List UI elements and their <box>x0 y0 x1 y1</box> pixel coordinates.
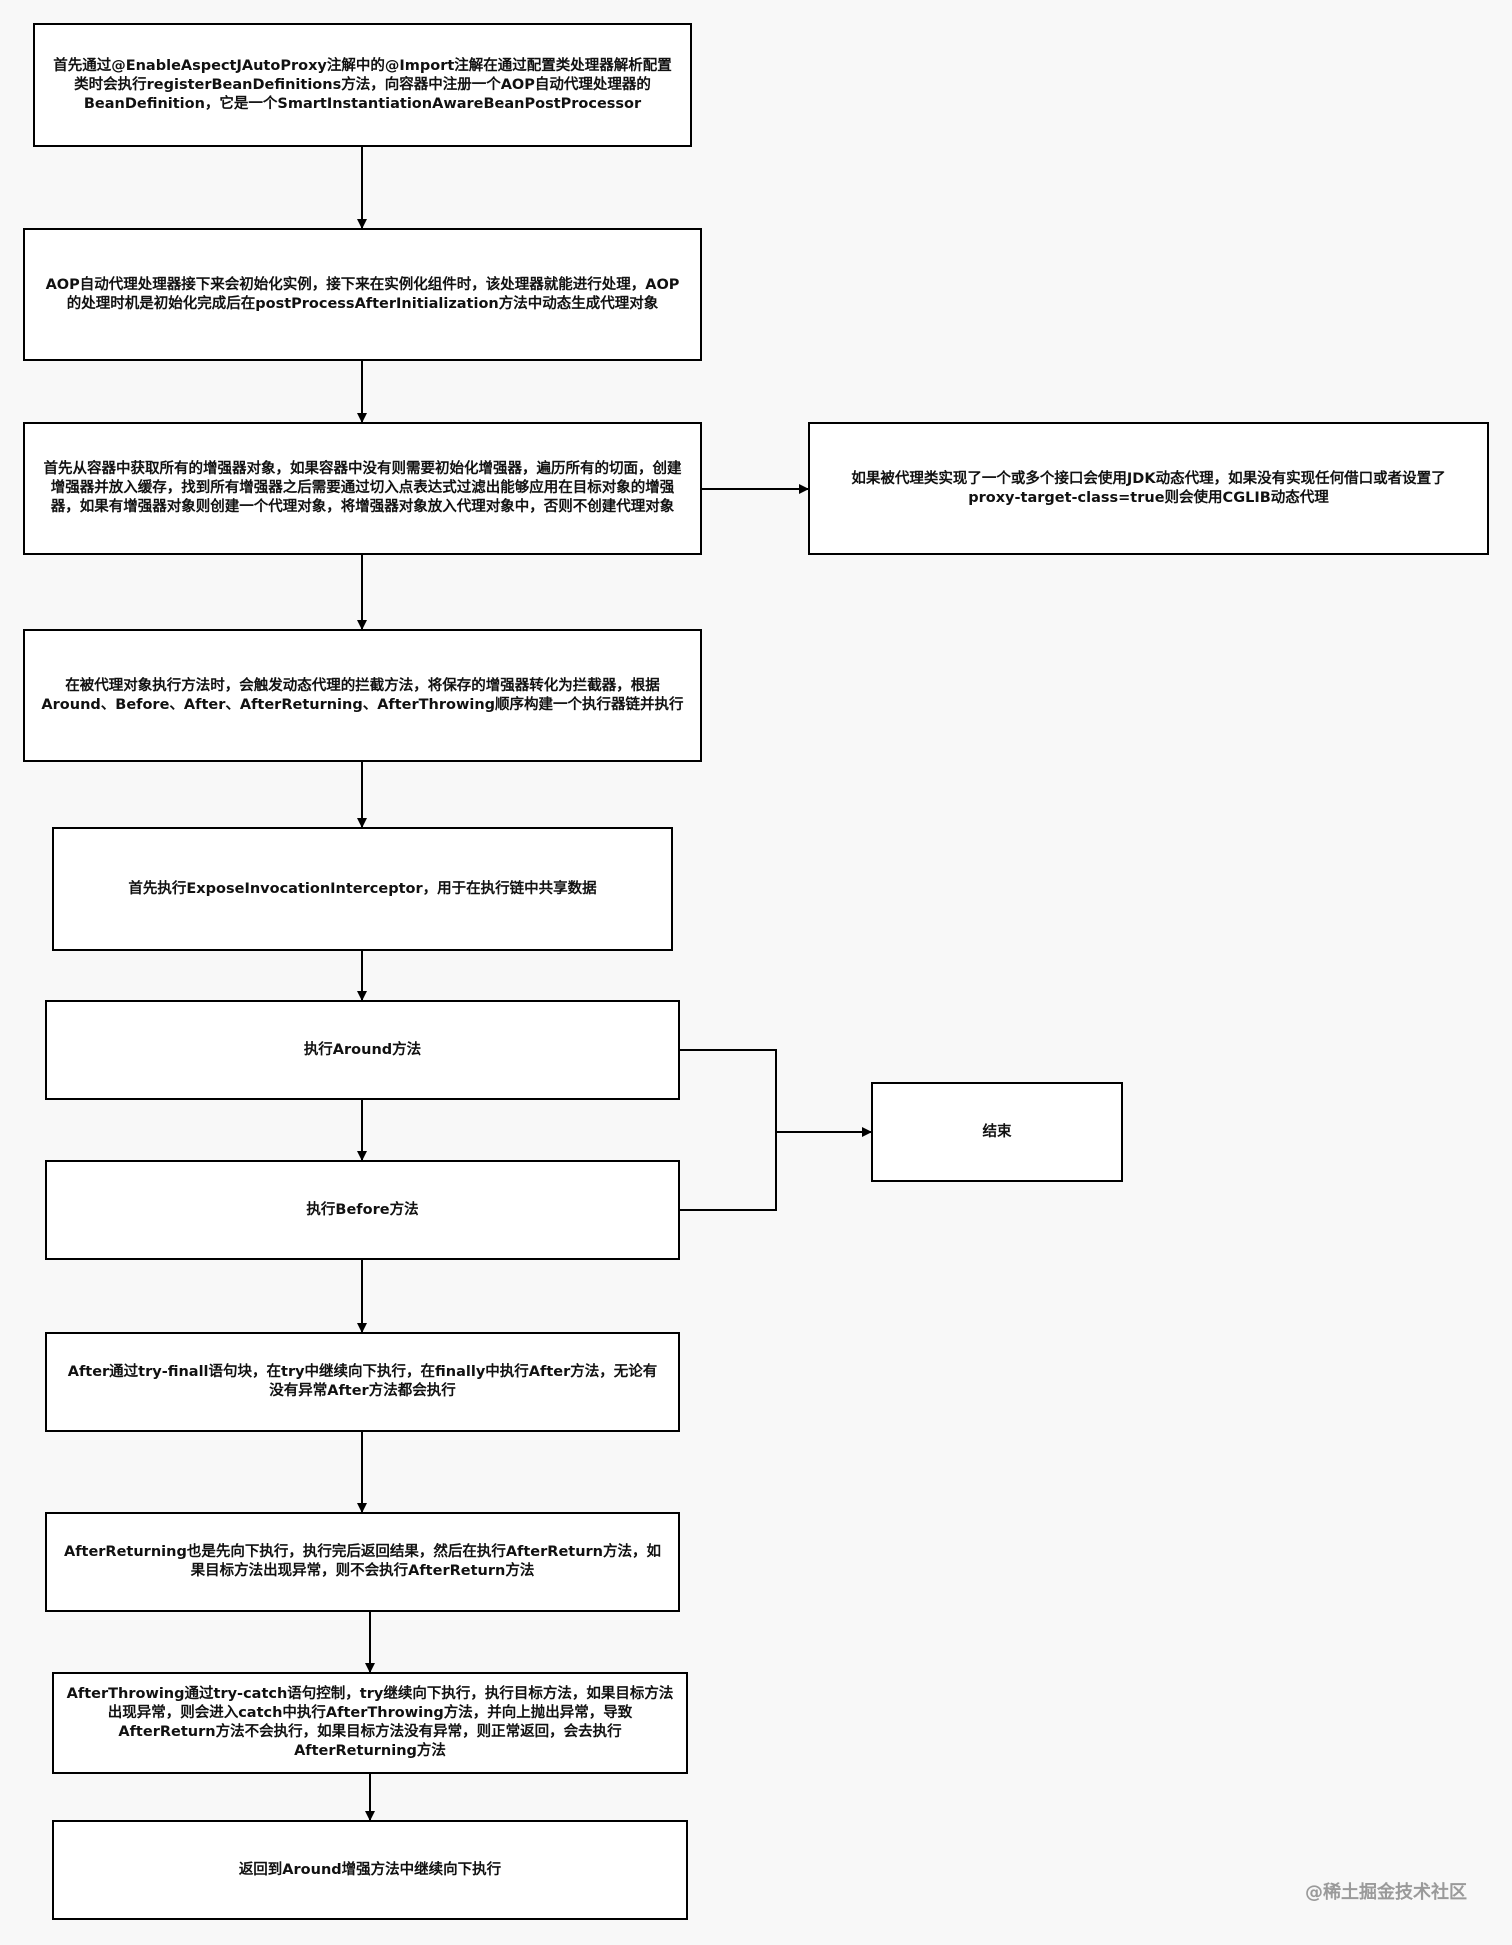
node-around: 执行Around方法 <box>45 1000 680 1100</box>
node-text: AOP自动代理处理器接下来会初始化实例，接下来在实例化组件时，该处理器就能进行处… <box>45 276 680 312</box>
node-interceptor-chain: 在被代理对象执行方法时，会触发动态代理的拦截方法，将保存的增强器转化为拦截器，根… <box>23 629 702 762</box>
node-return-around: 返回到Around增强方法中继续向下执行 <box>52 1820 688 1920</box>
node-text: AfterThrowing通过try-catch语句控制，try继续向下执行，执… <box>66 1686 674 1759</box>
node-init-processor: AOP自动代理处理器接下来会初始化实例，接下来在实例化组件时，该处理器就能进行处… <box>23 228 702 361</box>
node-proxy-type: 如果被代理类实现了一个或多个接口会使用JDK动态代理，如果没有实现任何借口或者设… <box>808 422 1489 555</box>
node-after: After通过try-finall语句块，在try中继续向下执行，在finall… <box>45 1332 680 1432</box>
node-text: 结束 <box>982 1123 1012 1140</box>
node-text: AfterReturning也是先向下执行，执行完后返回结果，然后在执行Afte… <box>63 1544 662 1579</box>
node-text: 执行Around方法 <box>303 1041 422 1058</box>
node-after-throwing: AfterThrowing通过try-catch语句控制，try继续向下执行，执… <box>52 1672 688 1774</box>
watermark-text: @稀土掘金技术社区 <box>1305 1882 1467 1903</box>
node-before: 执行Before方法 <box>45 1160 680 1260</box>
connector-n7-end <box>680 1132 777 1211</box>
node-register-autoproxy: 首先通过@EnableAspectJAutoProxy注解中的@Import注解… <box>33 23 692 147</box>
node-text: 执行Before方法 <box>306 1201 419 1218</box>
node-expose-invocation: 首先执行ExposeInvocationInterceptor，用于在执行链中共… <box>52 827 673 951</box>
node-text: 首先执行ExposeInvocationInterceptor，用于在执行链中共… <box>128 880 597 897</box>
node-text: 如果被代理类实现了一个或多个接口会使用JDK动态代理，如果没有实现任何借口或者设… <box>851 470 1446 506</box>
node-after-returning: AfterReturning也是先向下执行，执行完后返回结果，然后在执行Afte… <box>45 1512 680 1612</box>
node-text: After通过try-finall语句块，在try中继续向下执行，在finall… <box>67 1364 658 1399</box>
node-end: 结束 <box>871 1082 1123 1182</box>
node-text: 首先通过@EnableAspectJAutoProxy注解中的@Import注解… <box>53 57 672 112</box>
node-text: 在被代理对象执行方法时，会触发动态代理的拦截方法，将保存的增强器转化为拦截器，根… <box>41 677 684 713</box>
node-text: 返回到Around增强方法中继续向下执行 <box>238 1861 502 1878</box>
node-text: 首先从容器中获取所有的增强器对象，如果容器中没有则需要初始化增强器，遍历所有的切… <box>43 461 682 515</box>
connector-n6-end <box>680 1049 777 1132</box>
node-create-advisors: 首先从容器中获取所有的增强器对象，如果容器中没有则需要初始化增强器，遍历所有的切… <box>23 422 702 555</box>
